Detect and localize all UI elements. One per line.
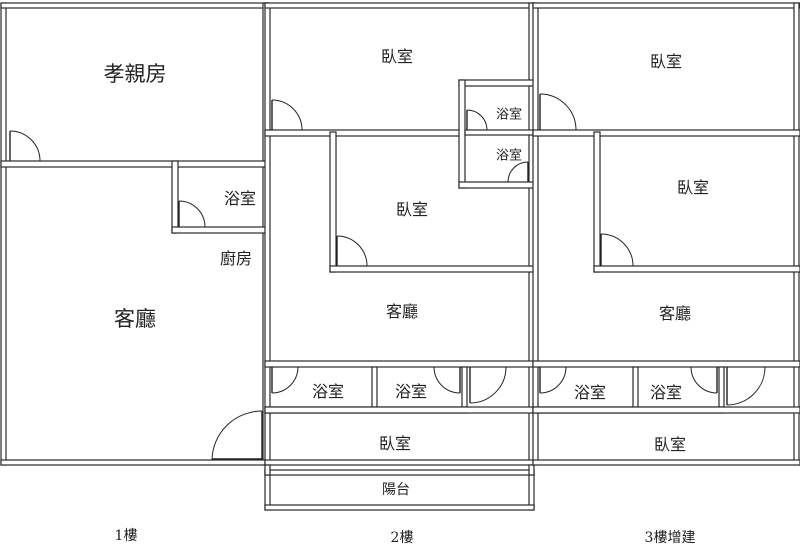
- room-label-f2-bedroom-mid: 臥室: [395, 200, 429, 219]
- floor-caption-2: 2樓: [390, 530, 414, 546]
- room-label-f2-bath-d: 浴室: [394, 382, 428, 401]
- room-label-f2-bath-a: 浴室: [495, 107, 523, 123]
- room-label-f3-bath-a: 浴室: [573, 383, 607, 402]
- room-label-f3-bedroom-bottom: 臥室: [653, 435, 687, 454]
- room-label-elder-room: 孝親房: [103, 62, 167, 86]
- floor-2-walls: [264, 2, 535, 511]
- room-label-f2-bedroom-top: 臥室: [380, 47, 414, 66]
- room-label-f2-bedroom-bottom: 臥室: [378, 434, 412, 453]
- room-label-f1-bath: 浴室: [223, 189, 257, 208]
- room-label-f2-bath-b: 浴室: [495, 148, 523, 164]
- room-label-f3-bath-b: 浴室: [649, 383, 683, 402]
- floor-caption-3: 3樓增建: [644, 530, 696, 546]
- room-label-balcony: 陽台: [382, 482, 410, 498]
- room-label-f3-bedroom-top: 臥室: [649, 52, 683, 71]
- room-label-kitchen: 廚房: [219, 249, 253, 268]
- room-label-f3-bedroom-mid: 臥室: [676, 178, 710, 197]
- floor-3-walls: [532, 2, 800, 466]
- room-label-f2-living: 客廳: [385, 302, 419, 321]
- floor-caption-1: 1樓: [114, 528, 138, 544]
- room-label-f1-living: 客廳: [114, 307, 156, 331]
- room-label-f3-living: 客廳: [658, 304, 692, 323]
- doors: [9, 93, 766, 461]
- room-label-f2-bath-c: 浴室: [311, 382, 345, 401]
